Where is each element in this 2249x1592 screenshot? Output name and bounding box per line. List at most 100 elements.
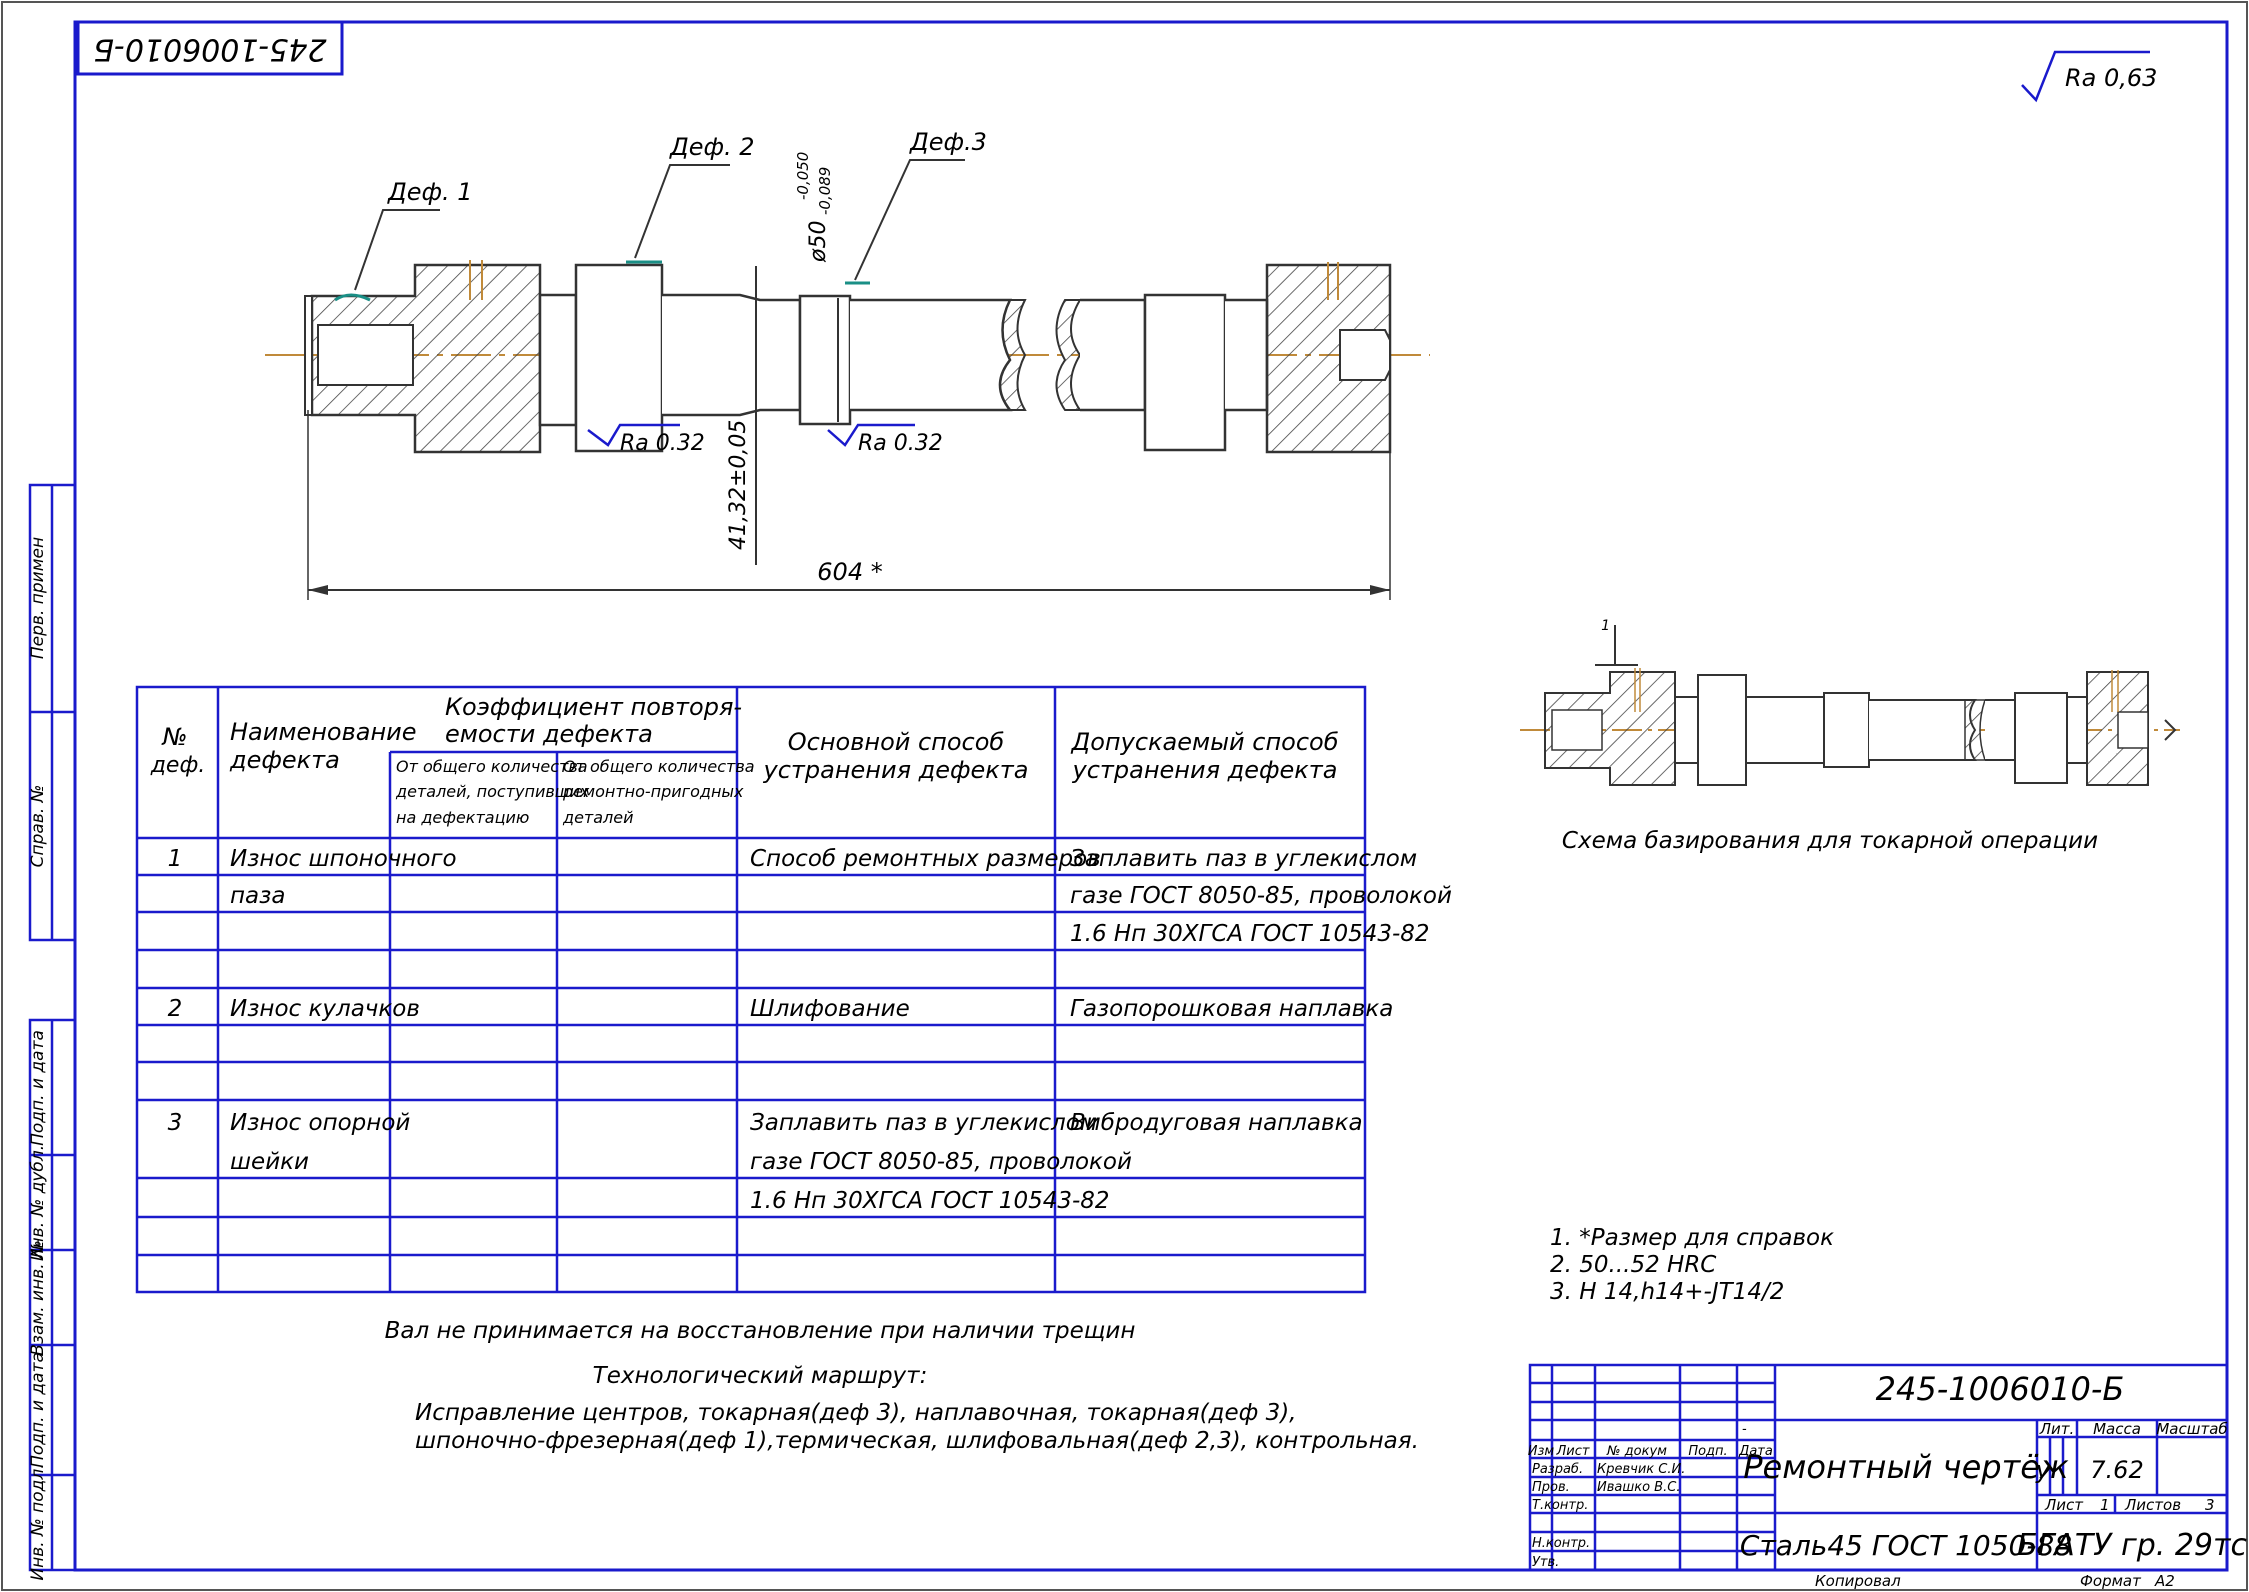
note-no-restore: Вал не принимается на восстановление при… [385, 1318, 1136, 1344]
tb-format-label: Формат [2080, 1572, 2142, 1590]
tb-role-utv: Утв. [1532, 1555, 1559, 1570]
cell-main-method-row-1: Способ ремонтных размеров [750, 846, 1101, 872]
cell-name-row-2: паза [230, 883, 285, 909]
dim-roughness-right: Ra 0.32 [858, 431, 943, 456]
callout-defect-2: Деф. 2 [669, 133, 755, 161]
corner-stamp-number: 245-1006010-Б [93, 32, 326, 67]
title-block [1528, 1363, 2229, 1572]
tech-req-3: 3. Н 14,h14+-JT14/2 [1550, 1279, 1784, 1305]
tb-format-value: А2 [2154, 1572, 2175, 1590]
th-coef-repair-1: От общего количества [563, 757, 755, 776]
tb-material: Сталь45 ГОСТ 1050-88 [1740, 1529, 2072, 1562]
dim-length: 604 * [817, 558, 882, 586]
roughness-general-label: Ra 0,63 [2065, 64, 2157, 92]
defect-1-mark [334, 293, 371, 302]
tb-copied: Копировал [1815, 1572, 1901, 1590]
tb-mass-label: Масса [2093, 1420, 2141, 1438]
cell-name-row-9: шейки [230, 1149, 309, 1175]
side-label-perv-primen: Перв. примен [28, 537, 48, 659]
tb-role-prov: Пров. [1532, 1480, 1570, 1495]
side-label-podp-data-2: Подп. и дата [28, 1352, 48, 1468]
cell-allowed-method-row-1: Заплавить паз в углекислом [1070, 846, 1417, 872]
tb-designation: 245-1006010-Б [1876, 1370, 2125, 1408]
tb-prov-name: Ивашко В.С. [1597, 1480, 1680, 1495]
tb-sheets-label: Листов [2124, 1496, 2181, 1514]
tb-lit-label: Лит. [2039, 1420, 2075, 1438]
route-line-2: шпоночно-фрезерная(деф 1),термическая, ш… [415, 1428, 1419, 1454]
side-label-inv-dubl: Инв. № дубл. [28, 1145, 48, 1261]
tech-req-2: 2. 50...52 HRC [1550, 1252, 1716, 1278]
side-stamp [28, 483, 77, 1572]
defect-table-body: 1 Износ шпоночного Способ ремонтных размер… [168, 846, 1452, 1214]
side-label-vzam-inv: Взам. инв. № [28, 1240, 48, 1355]
th-coef-1: Коэффициент повторя- [445, 693, 742, 721]
cell-name-row-5: Износ кулачков [230, 996, 420, 1022]
tb-sheet-value: 1 [2100, 1496, 2110, 1514]
th-coef-total-2: деталей, поступивших [395, 782, 590, 801]
defect-table [135, 685, 1367, 1294]
tb-col-izm: Изм [1528, 1444, 1555, 1459]
basing-caption: Схема базирования для токарной операции [1562, 828, 2098, 854]
th-num-2: деф. [150, 753, 206, 778]
th-name-1: Наименование [230, 718, 417, 746]
th-coef-2: емости дефекта [445, 720, 653, 748]
cell-allowed-method-row-3: 1.6 Нп 30ХГСА ГОСТ 10543-82 [1070, 921, 1430, 947]
cell-num-row-5: 2 [168, 996, 183, 1022]
callout-defect-3: Деф.3 [909, 128, 987, 156]
side-label-sprav: Справ. № [28, 785, 48, 868]
left-end-section [310, 263, 542, 454]
side-label-podp-data-1: Подп. и дата [28, 1030, 48, 1146]
basing-scheme: 1 Схема базирования для токарной операци… [1520, 618, 2180, 854]
cell-num-row-8: 3 [168, 1110, 183, 1136]
tb-sheet-label: Лист [2044, 1496, 2084, 1514]
defect-table-headers: № деф. Наименование дефекта Коэффициент … [150, 693, 1339, 827]
cell-allowed-method-row-2: газе ГОСТ 8050-85, проволокой [1070, 883, 1452, 909]
cell-main-method-row-10: 1.6 Нп 30ХГСА ГОСТ 10543-82 [750, 1188, 1110, 1214]
dim-roughness-left: Ra 0.32 [620, 431, 705, 456]
journal-collar [574, 263, 664, 453]
cell-name-row-8: Износ опорной [230, 1110, 410, 1136]
cell-name-row-1: Износ шпоночного [230, 846, 457, 872]
dim-diameter-tol-lower: -0,089 [816, 167, 834, 215]
tb-razrab-name: Кревчик С.И. [1597, 1462, 1685, 1477]
tb-role-tkontr: Т.контр. [1532, 1498, 1588, 1513]
tb-scale-label: Масштаб [2156, 1420, 2227, 1438]
callout-defect-1: Деф. 1 [387, 178, 473, 206]
th-coef-total-3: на дефектацию [396, 808, 529, 827]
shaft-main-view: Деф. 1 Деф. 2 Деф.3 ø50 -0,050 -0,089 41… [265, 128, 1430, 600]
cell-main-method-row-5: Шлифование [750, 996, 910, 1022]
side-label-inv-podl: Инв. № подл. [28, 1463, 48, 1580]
cell-main-method-row-9: газе ГОСТ 8050-85, проволокой [750, 1149, 1132, 1175]
tb-col-list: Лист [1556, 1444, 1590, 1459]
side-stamp-labels: Перв. примен Справ. № Подп. и дата Инв. … [28, 537, 48, 1581]
dim-diameter-tol-upper: -0,050 [794, 152, 812, 200]
left-bore [317, 324, 414, 386]
th-name-2: дефекта [229, 746, 340, 774]
tb-lit-value: у [2035, 1456, 2051, 1484]
basing-mark: 1 [1601, 618, 1610, 634]
dim-diameter: ø50 [806, 221, 831, 263]
cell-allowed-method-row-8: Вибродуговая наплавка [1070, 1110, 1363, 1136]
route-notes: Вал не принимается на восстановление при… [385, 1318, 1419, 1454]
cell-allowed-method-row-5: Газопорошковая наплавка [1070, 996, 1393, 1022]
route-line-1: Исправление центров, токарная(деф 3), на… [415, 1400, 1297, 1426]
th-coef-total-1: От общего количества [396, 757, 588, 776]
tb-sheets-value: 3 [2205, 1496, 2215, 1514]
cell-num-row-1: 1 [168, 846, 183, 872]
th-main-1: Основной способ [788, 728, 1005, 756]
tb-role-nkontr: Н.контр. [1532, 1536, 1590, 1551]
tb-organization: БГАТУ гр. 29тс [2017, 1528, 2247, 1563]
th-coef-repair-3: деталей [562, 808, 634, 827]
route-title: Технологический маршрут: [593, 1363, 928, 1389]
dim-radial: 41,32±0,05 [726, 420, 751, 550]
tb-name: Ремонтный чертёж [1743, 1448, 2069, 1486]
tech-req-1: 1. *Размер для справок [1550, 1225, 1834, 1251]
roughness-general-symbol: Ra 0,63 [2021, 50, 2157, 103]
tb-col-doc: № докум [1606, 1444, 1667, 1459]
corner-stamp: 245-1006010-Б [76, 20, 344, 76]
th-num-1: № [161, 723, 188, 751]
right-collar [1143, 293, 1227, 452]
technical-requirements: 1. *Размер для справок 2. 50...52 HRC 3.… [1550, 1225, 1834, 1305]
tb-mass-value: 7.62 [2090, 1456, 2143, 1484]
